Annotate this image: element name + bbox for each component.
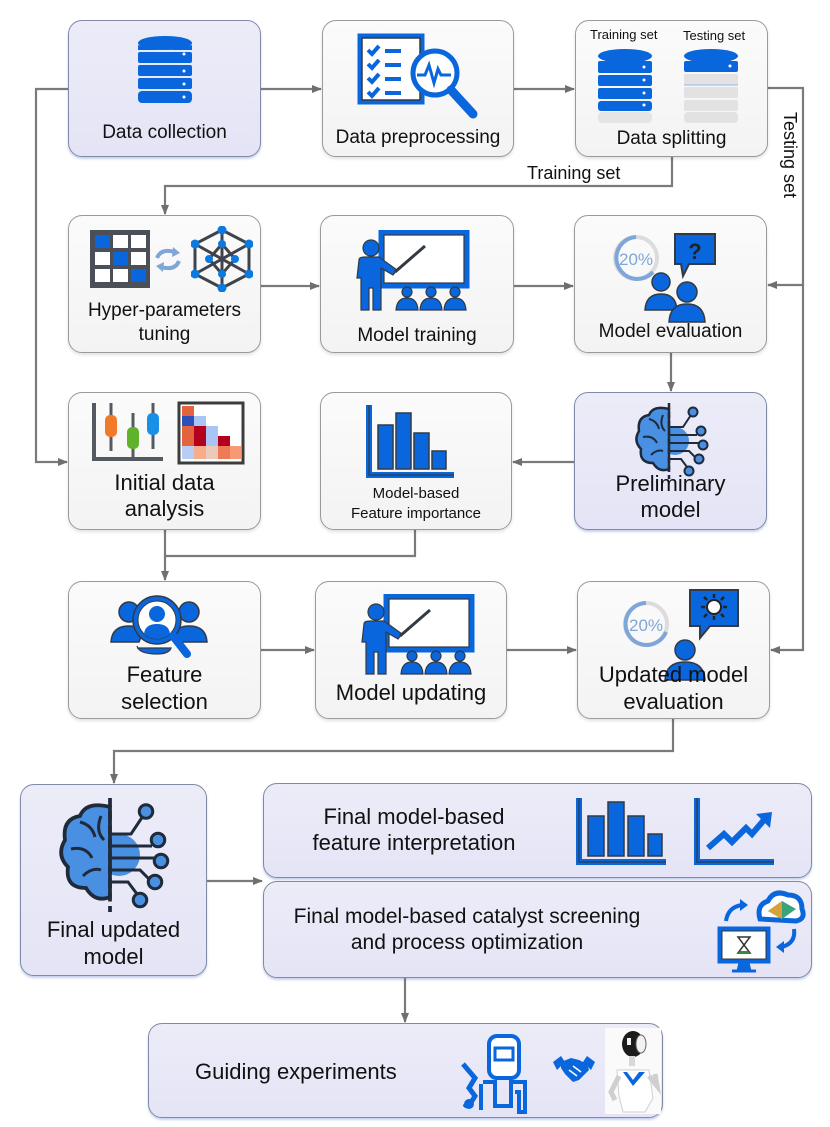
node-data-collection[interactable]: Data collection bbox=[68, 20, 261, 157]
ai-brain-icon bbox=[59, 798, 170, 912]
trend-chart-icon bbox=[694, 798, 774, 865]
node-feature-selection[interactable]: Feature selection bbox=[68, 581, 261, 719]
node-label-line2: model bbox=[640, 497, 701, 522]
box-plot-icon bbox=[92, 403, 163, 461]
node-label-line2: feature interpretation bbox=[312, 830, 516, 856]
node-final-catalyst-screening[interactable]: Final model-based catalyst screening and… bbox=[263, 881, 812, 978]
testing-set-caption: Testing set bbox=[683, 28, 746, 43]
gauge-text: 20% bbox=[619, 250, 653, 269]
node-final-feature-interpretation[interactable]: Final model-based feature interpretation bbox=[263, 783, 812, 878]
node-label-line2: model bbox=[83, 944, 144, 969]
node-label: Data collection bbox=[102, 122, 227, 143]
gauge-text: 20% bbox=[629, 616, 663, 635]
node-label-line2: tuning bbox=[138, 324, 191, 345]
arrow-testing-set-to-updated-evaluation bbox=[770, 285, 805, 654]
scientist-welder-icon bbox=[461, 1034, 527, 1114]
edge-label-testing-set: Testing set bbox=[780, 112, 800, 199]
checklist-magnifier-icon bbox=[357, 33, 478, 119]
node-label-line1: Preliminary bbox=[615, 471, 726, 496]
evaluation-insight-icon: 20% bbox=[623, 589, 739, 681]
grid-table-icon bbox=[90, 230, 150, 288]
node-model-based-feature-importance[interactable]: Model-based Feature importance bbox=[320, 392, 512, 530]
node-label-line2: Feature importance bbox=[350, 505, 482, 522]
node-label: Data splitting bbox=[616, 128, 727, 149]
node-label: Model evaluation bbox=[598, 321, 743, 342]
ai-brain-icon bbox=[635, 403, 709, 479]
training-database-icon bbox=[598, 49, 652, 123]
node-label: Model updating bbox=[335, 680, 487, 705]
node-label-line2: analysis bbox=[124, 496, 205, 521]
node-data-splitting[interactable]: Training set Testing set Data splitting bbox=[575, 20, 768, 157]
node-label-line1: Hyper-parameters bbox=[87, 300, 242, 321]
handshake-icon bbox=[553, 1056, 595, 1082]
neural-network-icon bbox=[191, 226, 253, 292]
node-label: Data preprocessing bbox=[335, 127, 501, 148]
sync-arrows-icon bbox=[155, 247, 181, 272]
node-model-training[interactable]: Model training bbox=[320, 215, 514, 353]
edge-label-training-set: Training set bbox=[527, 163, 621, 183]
robot-icon bbox=[605, 1028, 661, 1114]
arrow-testing-set-to-model-evaluation bbox=[767, 86, 805, 289]
node-label-line2: evaluation bbox=[623, 689, 724, 714]
svg-text:?: ? bbox=[688, 239, 701, 264]
node-label: Guiding experiments bbox=[195, 1059, 397, 1084]
node-label-line1: Final model-based bbox=[323, 804, 505, 829]
teacher-presentation-icon bbox=[361, 594, 475, 675]
arrow-initial-analysis-merge bbox=[163, 530, 417, 558]
node-model-evaluation[interactable]: 20% ? Model evaluation bbox=[574, 215, 767, 353]
node-label-line1: Initial data bbox=[114, 470, 215, 495]
node-label-line1: Final updated bbox=[46, 917, 181, 942]
testing-database-icon bbox=[684, 49, 738, 123]
node-final-updated-model[interactable]: Final updated model bbox=[20, 784, 207, 976]
node-model-updating[interactable]: Model updating bbox=[315, 581, 507, 719]
node-label-line1: Feature bbox=[126, 662, 203, 687]
arrow-training-set-to-hyperparams bbox=[161, 157, 674, 215]
node-label: Model training bbox=[357, 325, 477, 346]
node-updated-model-evaluation[interactable]: 20% Updated model evaluation bbox=[577, 581, 770, 719]
arrow-updated-evaluation-to-final-model bbox=[110, 719, 675, 784]
node-initial-data-analysis[interactable]: Initial data analysis bbox=[68, 392, 261, 530]
correlation-heatmap-icon bbox=[177, 401, 245, 465]
training-set-caption: Training set bbox=[590, 27, 658, 42]
evaluation-people-icon: 20% ? bbox=[613, 233, 716, 323]
bar-chart-icon bbox=[366, 405, 454, 478]
node-label-line1: Model-based bbox=[372, 485, 460, 502]
arrow-collection-to-initial-analysis bbox=[34, 87, 68, 466]
node-data-preprocessing[interactable]: Data preprocessing bbox=[322, 20, 514, 157]
cloud-computing-icon bbox=[717, 890, 806, 973]
user-search-icon bbox=[110, 595, 208, 658]
node-preliminary-model[interactable]: Preliminary model bbox=[574, 392, 767, 530]
database-icon bbox=[138, 36, 192, 103]
node-label-line1: Updated model bbox=[598, 662, 749, 687]
bar-chart-icon bbox=[576, 798, 666, 865]
node-guiding-experiments[interactable]: Guiding experiments bbox=[148, 1023, 663, 1118]
node-label-line2: and process optimization bbox=[350, 931, 584, 955]
teacher-presentation-icon bbox=[356, 230, 470, 311]
node-label-line1: Final model-based catalyst screening bbox=[293, 905, 641, 928]
node-hyper-parameters-tuning[interactable]: Hyper-parameters tuning bbox=[68, 215, 261, 353]
node-label-line2: selection bbox=[121, 689, 208, 714]
